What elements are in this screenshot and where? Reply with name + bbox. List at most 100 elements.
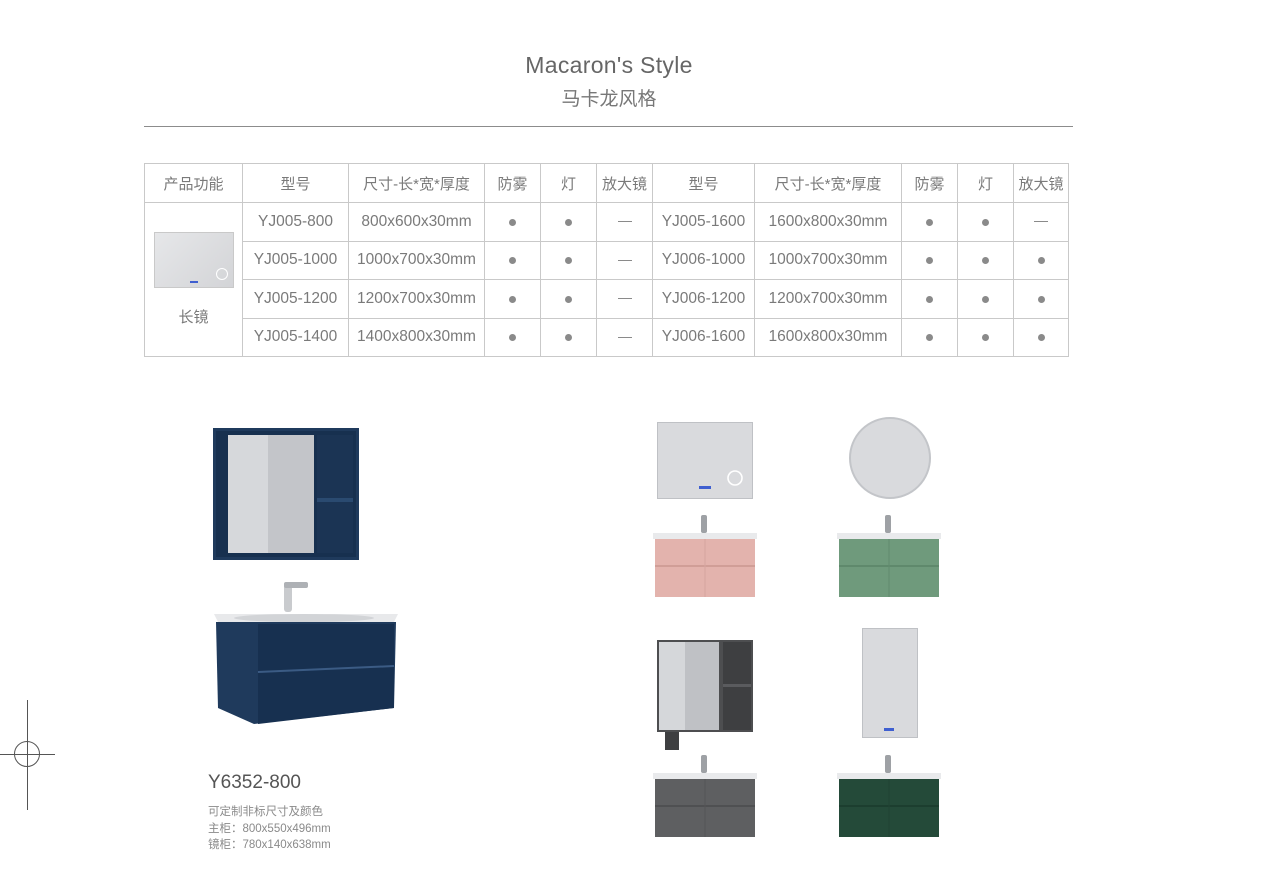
magnifier-b-cell	[1013, 279, 1069, 319]
antifog-a-cell	[484, 317, 541, 357]
model-b-cell: YJ006-1600	[652, 317, 755, 357]
feature-yes-mark	[926, 257, 933, 265]
feature-no-mark	[617, 298, 632, 300]
product-model: Y6352-800	[208, 772, 301, 793]
feature-yes-mark	[1037, 295, 1045, 303]
header-divider	[144, 126, 1073, 127]
rectangle-led-mirror-illustration	[657, 422, 753, 499]
light-a-cell	[540, 202, 597, 242]
feature-yes-mark	[1037, 334, 1045, 342]
feature-no-mark	[617, 336, 632, 338]
antifog-b-cell	[901, 279, 958, 319]
header-cell: 防雾	[901, 163, 958, 203]
feature-yes-mark	[509, 295, 516, 303]
header-cell: 防雾	[484, 163, 541, 203]
header-cell: 放大镜	[1013, 163, 1069, 203]
size-b-cell: 1600x800x30mm	[754, 202, 902, 242]
light-b-cell	[957, 240, 1014, 280]
light-a-cell	[540, 279, 597, 319]
feature-yes-mark	[509, 334, 516, 342]
forest-vanity-illustration	[837, 755, 941, 837]
model-b-cell: YJ006-1200	[652, 279, 755, 319]
table-header-row: 产品功能 型号 尺寸-长*宽*厚度 防雾 灯 放大镜 型号 尺寸-长*宽*厚度 …	[144, 163, 1069, 203]
antifog-b-cell	[901, 240, 958, 280]
grey-vanity-illustration	[653, 755, 757, 837]
model-a-cell: YJ005-1000	[242, 240, 349, 280]
custom-size-note: 可定制非标尺寸及颜色	[208, 806, 323, 818]
header-cell: 型号	[242, 163, 349, 203]
page-subtitle: 马卡龙风格	[561, 89, 657, 110]
antifog-b-cell	[901, 317, 958, 357]
mirror-cabinet-size: 镜柜：780x140x638mm	[208, 839, 331, 851]
feature-no-mark	[1034, 221, 1048, 223]
mirror-thumbnail	[153, 232, 234, 288]
light-a-cell	[540, 317, 597, 357]
page-title: Macaron's Style	[525, 52, 693, 78]
navy-mirror-cabinet-illustration	[213, 428, 359, 560]
tall-led-mirror-illustration	[862, 628, 918, 738]
light-b-cell	[957, 279, 1014, 319]
header-cell: 产品功能	[144, 163, 243, 203]
grey-mirror-cabinet-illustration	[657, 640, 753, 750]
crop-mark-circle	[14, 741, 40, 767]
header-cell: 尺寸-长*宽*厚度	[348, 163, 485, 203]
model-a-cell: YJ005-1200	[242, 279, 349, 319]
model-a-cell: YJ005-800	[242, 202, 349, 242]
antifog-a-cell	[484, 279, 541, 319]
magnifier-b-cell	[1013, 202, 1069, 242]
light-b-cell	[957, 317, 1014, 357]
feature-yes-mark	[982, 218, 989, 226]
size-a-cell: 1400x800x30mm	[348, 317, 485, 357]
size-a-cell: 1200x700x30mm	[348, 279, 485, 319]
feature-yes-mark	[982, 295, 989, 303]
feature-yes-mark	[509, 257, 516, 265]
model-a-cell: YJ005-1400	[242, 317, 349, 357]
pink-vanity-illustration	[653, 515, 757, 597]
antifog-b-cell	[901, 202, 958, 242]
product-label: 长镜	[178, 309, 209, 326]
model-b-cell: YJ006-1000	[652, 240, 755, 280]
feature-yes-mark	[926, 334, 933, 342]
spec-table: 产品功能 型号 尺寸-长*宽*厚度 防雾 灯 放大镜 型号 尺寸-长*宽*厚度 …	[144, 163, 1069, 357]
header-cell: 尺寸-长*宽*厚度	[754, 163, 902, 203]
antifog-a-cell	[484, 202, 541, 242]
magnifier-a-cell	[596, 279, 653, 319]
feature-yes-mark	[565, 218, 572, 226]
magnifier-b-cell	[1013, 240, 1069, 280]
feature-no-mark	[617, 221, 632, 223]
size-b-cell: 1200x700x30mm	[754, 279, 902, 319]
feature-yes-mark	[509, 218, 516, 226]
product-function-cell: 长镜	[144, 202, 243, 357]
magnifier-b-cell	[1013, 317, 1069, 357]
header-cell: 放大镜	[596, 163, 653, 203]
magnifier-a-cell	[596, 317, 653, 357]
magnifier-a-cell	[596, 240, 653, 280]
size-b-cell: 1000x700x30mm	[754, 240, 902, 280]
magnifier-ring-icon	[215, 268, 228, 280]
feature-yes-mark	[565, 334, 572, 342]
size-b-cell: 1600x800x30mm	[754, 317, 902, 357]
light-b-cell	[957, 202, 1014, 242]
feature-yes-mark	[926, 218, 933, 226]
antifog-a-cell	[484, 240, 541, 280]
magnifier-a-cell	[596, 202, 653, 242]
feature-yes-mark	[926, 295, 933, 303]
size-a-cell: 800x600x30mm	[348, 202, 485, 242]
feature-yes-mark	[565, 257, 572, 265]
model-b-cell: YJ005-1600	[652, 202, 755, 242]
header-cell: 灯	[957, 163, 1014, 203]
feature-yes-mark	[565, 295, 572, 303]
size-a-cell: 1000x700x30mm	[348, 240, 485, 280]
header-cell: 型号	[652, 163, 755, 203]
navy-vanity-cabinet-illustration	[214, 582, 398, 724]
sage-vanity-illustration	[837, 515, 941, 597]
feature-no-mark	[617, 259, 632, 261]
header-cell: 灯	[540, 163, 597, 203]
light-a-cell	[540, 240, 597, 280]
round-mirror-illustration	[849, 417, 931, 499]
